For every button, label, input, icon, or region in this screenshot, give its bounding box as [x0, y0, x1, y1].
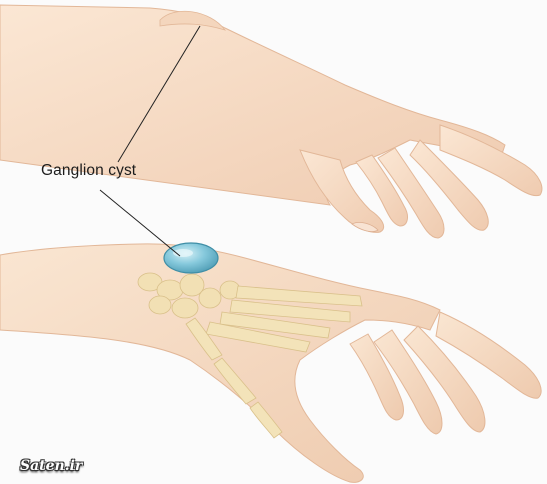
watermark: Saten.ir [20, 458, 82, 474]
ganglion-cyst [164, 243, 218, 273]
upper-hand [0, 5, 542, 238]
ganglion-cyst-label: Ganglion cyst [41, 162, 136, 180]
lower-hand [0, 243, 541, 482]
